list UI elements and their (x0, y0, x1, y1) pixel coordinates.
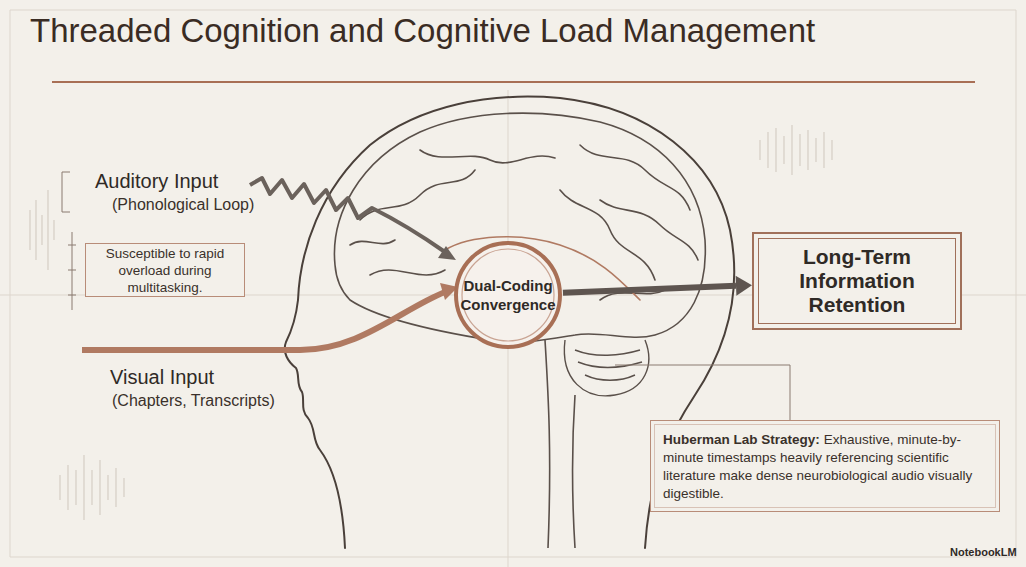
bracket (62, 172, 70, 212)
input-label: Auditory Input (95, 170, 218, 193)
note-box: Susceptible to rapid overload during mul… (85, 243, 245, 297)
outcome-box: Long-Term Information Retention (752, 232, 962, 330)
box-text: Dual-Coding Convergence (460, 277, 555, 313)
diagram-title: Threaded Cognition and Cognitive Load Ma… (30, 12, 815, 50)
watermark: NotebookLM (950, 546, 1017, 558)
visual-arrow (82, 292, 445, 350)
convergence-circle: Dual-Coding Convergence (453, 240, 563, 350)
title-underline (52, 81, 975, 83)
auditory-arrow (250, 178, 445, 252)
input-sublabel: (Phonological Loop) (112, 196, 254, 214)
grid-lines (0, 10, 1026, 567)
box-heading: Huberman Lab Strategy: (663, 432, 820, 447)
brain-outline (334, 113, 705, 342)
cerebellum (564, 340, 648, 396)
arrow-head (736, 276, 752, 296)
input-label: Visual Input (110, 366, 214, 389)
strategy-box: Huberman Lab Strategy:Exhaustive, minute… (650, 420, 1000, 512)
node-text: Dual-Coding Convergence (460, 276, 555, 314)
connector-line (563, 286, 736, 293)
node-text: Huberman Lab Strategy:Exhaustive, minute… (663, 431, 987, 503)
box-text: Long-Term Information Retention (799, 245, 915, 316)
node-text: Long-Term Information Retention (768, 245, 946, 317)
leader-line (615, 365, 790, 420)
input-sublabel: (Chapters, Transcripts) (112, 392, 275, 410)
bracket (68, 232, 76, 310)
brainstem (545, 340, 575, 548)
connector-arrow (563, 276, 752, 296)
circle-outline (453, 240, 563, 350)
arrow-head (438, 246, 456, 260)
node-text: Susceptible to rapid overload during mul… (92, 245, 238, 296)
box-text: Susceptible to rapid overload during mul… (106, 246, 225, 295)
